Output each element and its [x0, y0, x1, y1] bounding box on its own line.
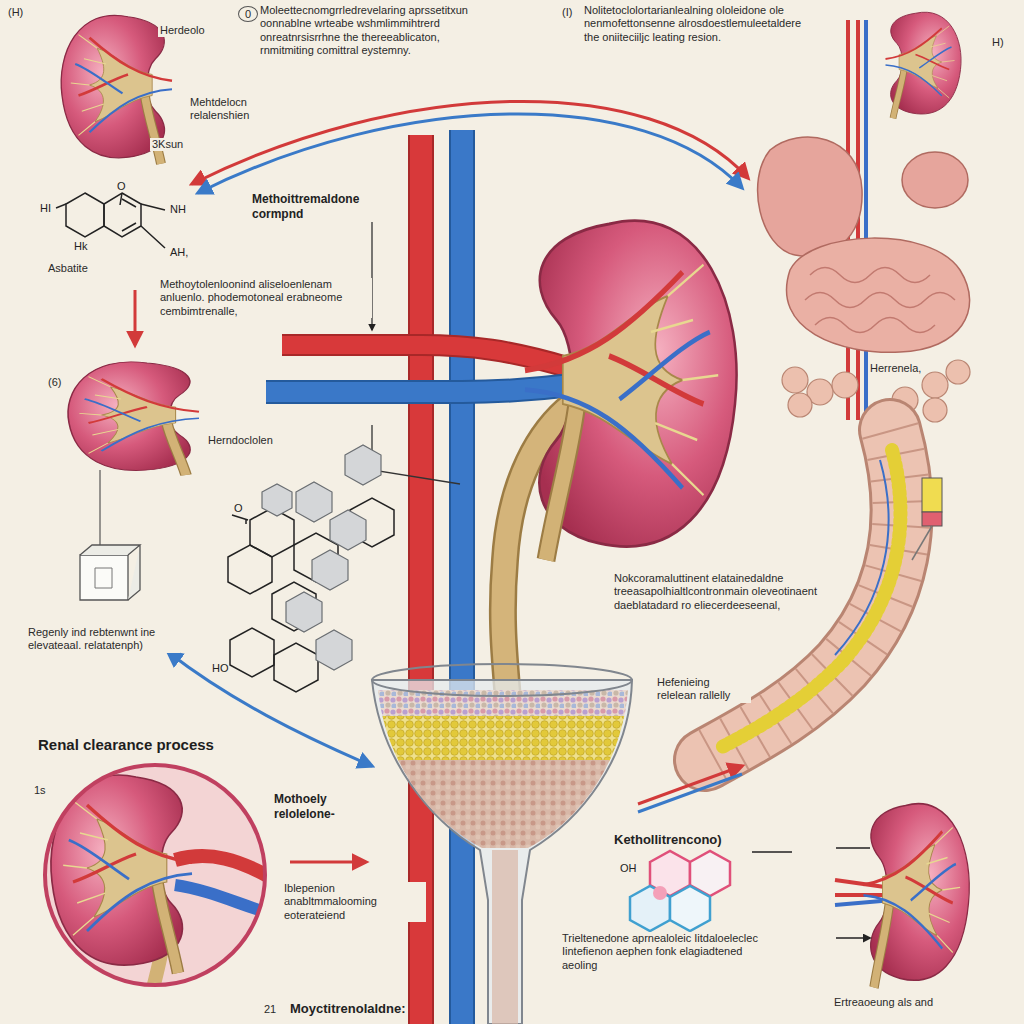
flow-arrow: [638, 766, 742, 804]
part-label: Herdeolo: [158, 24, 207, 37]
note-text: Trieltenedone aprnealoleic Iitdaloelecle…: [560, 932, 760, 972]
atom-label: NH: [168, 203, 188, 216]
note-text: Moleettecnomgrrledrevelaring aprssetitxu…: [258, 4, 482, 58]
chemical-structure: [56, 193, 165, 248]
callout-number: 0: [238, 6, 258, 22]
atom-label: HI: [38, 202, 53, 215]
note-text: Methoytolenloonind aliseloenlenam anluen…: [158, 278, 372, 318]
atom-label: O: [115, 180, 128, 193]
note-text: Nokcoramaluttinent elatainedaldne treeas…: [612, 572, 838, 612]
atom-label: O: [232, 502, 245, 515]
flow-arrow: [290, 861, 366, 864]
flow-arrow: [752, 848, 870, 938]
note-text: Ertreaoeung als and: [832, 996, 935, 1009]
section-heading: Renal clearance process: [36, 736, 216, 754]
atom-label: HO: [210, 662, 231, 675]
callout-number: (I): [560, 6, 574, 19]
compound-label: Methoittremaldone cormpnd: [250, 192, 396, 221]
note-text: Nolitetoclolortarianlealning ololeidone …: [582, 4, 814, 44]
aorta-vena-cava: [266, 130, 572, 1024]
callout-number: 21: [262, 1003, 278, 1016]
compound-label: Kethollitrencono): [612, 832, 724, 848]
flow-arrow: [638, 774, 742, 812]
callout-number: 1s: [32, 784, 48, 797]
chemical-structure: [630, 851, 730, 931]
kidney: [864, 804, 970, 988]
cube-symbol: [80, 545, 140, 600]
part-label: Herrenela,: [868, 362, 923, 375]
leader-line: [99, 470, 100, 545]
part-label: Mehtdelocn relalenshien: [188, 96, 278, 123]
note-text: Hefenieing relelean rallelly: [655, 676, 751, 703]
note-text: Regenly ind rebtenwnt ine elevateaal. re…: [26, 626, 180, 653]
note-text: Iblepenion anabltmmalooming eoterateiend: [282, 882, 426, 922]
callout-number: (6): [46, 376, 63, 389]
renal-inset: [45, 765, 275, 1000]
atom-label: OH: [618, 862, 639, 875]
part-label: 3Ksun: [150, 138, 185, 151]
kidney: [525, 221, 737, 560]
abdominal-organs: [758, 20, 970, 422]
kidney: [886, 12, 962, 118]
callout-number: H): [990, 36, 1006, 49]
chemical-structure: [228, 445, 394, 692]
kidney: [68, 362, 199, 475]
flow-arrow: [134, 290, 137, 345]
atom-label: Hk: [72, 240, 89, 253]
part-label: Asbatite: [46, 262, 90, 275]
compound-label: Mothoely relolelone-: [272, 792, 376, 821]
leader-line: [372, 425, 460, 484]
callout-number: (H): [6, 6, 25, 19]
part-label: Herndoclolen: [206, 434, 275, 447]
compound-label: Moyctitrenolaldne:: [288, 1001, 408, 1017]
atom-label: AH,: [168, 246, 190, 259]
